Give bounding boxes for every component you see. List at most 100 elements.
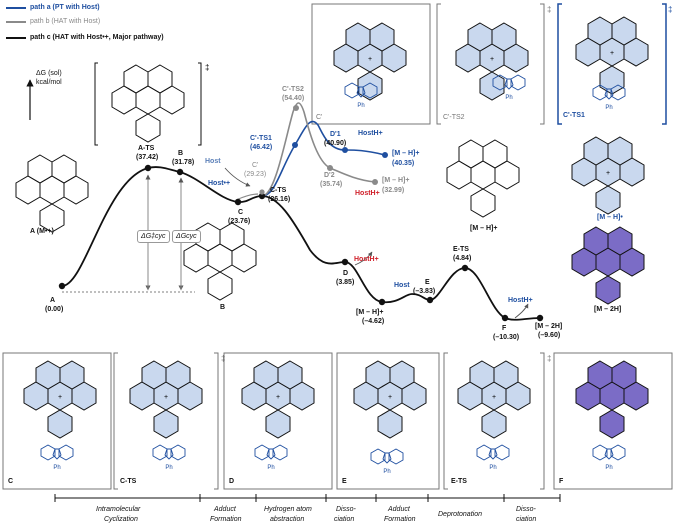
panel-e-label: E	[342, 478, 347, 485]
state-d-value: (3.85)	[336, 279, 355, 286]
step-2-line1: Adduct	[214, 506, 236, 513]
point-d1	[342, 147, 348, 153]
step-3-line1: Hydrogen atom	[264, 506, 312, 513]
svg-text:‡: ‡	[547, 5, 551, 14]
step-7-line1: Disso-	[516, 506, 536, 513]
axis-label-2: kcal/mol	[36, 79, 62, 86]
point-ats	[144, 164, 152, 172]
dg-cyc-label: ΔGcyc	[172, 230, 201, 243]
state-e-value: (–3.83)	[413, 288, 436, 295]
hosth-tag-b: HostH+	[355, 190, 380, 197]
point-f	[501, 314, 509, 322]
state-c-name: C	[238, 209, 244, 216]
point-b	[176, 168, 184, 176]
state-f-value: (–10.30)	[493, 334, 520, 341]
panel-e-structure	[353, 360, 427, 439]
state-mh-b-value: (32.99)	[382, 187, 405, 194]
panel-d-box	[223, 352, 333, 490]
point-cprime	[259, 189, 265, 195]
path-a-curve	[261, 120, 386, 197]
point-mh	[378, 298, 386, 306]
mh-radical-structure	[571, 136, 645, 215]
point-d	[341, 258, 349, 266]
point-mh-b	[372, 179, 378, 185]
cprime-ts1-structure	[575, 16, 649, 95]
panel-ets-structure	[457, 360, 531, 439]
host-rad-tag: Host•+	[208, 180, 231, 187]
state-mh-value: (–4.62)	[362, 318, 385, 325]
state-ets-name: E-TS	[453, 246, 469, 253]
state-cprime-ts2-value: (54.40)	[282, 95, 305, 102]
panel-c-structure	[23, 360, 97, 439]
hosth-tag-d: HostH+	[354, 256, 379, 263]
state-b-value: (31.78)	[172, 159, 195, 166]
state-d2-name: D'2	[324, 172, 335, 179]
point-cprime-ts1	[292, 142, 298, 148]
panel-ets-label: E-TS	[451, 478, 467, 485]
state-d-name: D	[343, 270, 349, 277]
state-mh-a-value: (40.35)	[392, 160, 415, 167]
structure-cprime-ts1-label: C'-TS1	[563, 112, 585, 119]
legend-path-b: path b (HAT with Host)	[30, 18, 101, 25]
state-cts-name: C-TS	[270, 187, 287, 194]
step-4-line2: ciation	[334, 516, 355, 523]
cprime-box	[311, 3, 431, 125]
point-m2h	[536, 314, 544, 322]
point-c	[234, 198, 242, 206]
path-c-curve	[61, 166, 541, 321]
structure-cprime-label: C'	[316, 114, 323, 121]
mh-plus-structure	[446, 139, 520, 218]
state-a-name: A	[50, 297, 56, 304]
point-e	[426, 296, 434, 304]
state-mh-a-name: [M – H]+	[392, 150, 420, 157]
legend-path-c: path c (HAT with Host•+, Major pathway)	[30, 34, 164, 41]
state-b-name: B	[178, 150, 184, 157]
state-ats-name: A-TS	[138, 145, 155, 152]
step-5-line1: Adduct	[388, 506, 410, 513]
panel-cts-label: C-TS	[120, 478, 137, 485]
state-cprime-name: C'	[252, 162, 259, 169]
state-m2h-name: [M – 2H]	[535, 323, 563, 330]
host-tag-1: Host	[205, 158, 221, 165]
legend-path-a: path a (PT with Host)	[30, 4, 100, 11]
svg-text:‡: ‡	[205, 63, 209, 72]
point-mh-a	[382, 152, 388, 158]
panel-f-label: F	[559, 478, 564, 485]
structure-m2h-label: [M – 2H]	[594, 306, 622, 313]
path-b-curve	[261, 102, 376, 197]
a-structure	[15, 154, 89, 233]
panel-d-label: D	[229, 478, 235, 485]
point-d2	[327, 165, 333, 171]
state-mh-b-name: [M – H]+	[382, 177, 410, 184]
state-cprime-ts1-value: (46.42)	[250, 144, 273, 151]
step-1-line2: Cyclization	[104, 516, 138, 523]
state-cprime-value: (29.23)	[244, 171, 267, 178]
step-1-line1: Intramolecular	[96, 506, 141, 513]
step-7-line2: ciation	[516, 516, 537, 523]
state-m2h-value: (–9.60)	[538, 332, 561, 339]
state-d1-name: D'1	[330, 131, 341, 138]
panel-c-label: C	[8, 478, 14, 485]
svg-text:‡: ‡	[221, 354, 225, 363]
state-cprime-ts2-name: C'-TS2	[282, 86, 304, 93]
panel-e-box	[336, 352, 440, 490]
point-cts	[258, 192, 266, 200]
structure-b-label: B	[220, 304, 226, 311]
point-a	[58, 282, 66, 290]
step-5-line2: Formation	[384, 516, 416, 523]
axis-label-1: ΔG (sol)	[36, 70, 62, 77]
hosth-tag-a: HostH+	[358, 130, 383, 137]
dg-cyc-ts-label: ΔG‡cyc	[137, 230, 170, 243]
point-ets	[461, 264, 469, 272]
step-2-line2: Formation	[210, 516, 242, 523]
point-cprime-ts2	[293, 105, 299, 111]
state-a-value: (0.00)	[45, 306, 64, 313]
host-tag-e: Host	[394, 282, 410, 289]
structure-cprime-ts2-label: C'-TS2	[443, 114, 465, 121]
state-e-name: E	[425, 279, 430, 286]
step-4-line1: Disso-	[336, 506, 356, 513]
panel-f-structure	[575, 360, 649, 439]
state-cts-value: (26.16)	[268, 196, 291, 203]
structure-a-label: A (M•+)	[30, 228, 54, 235]
panel-d-structure	[241, 360, 315, 439]
